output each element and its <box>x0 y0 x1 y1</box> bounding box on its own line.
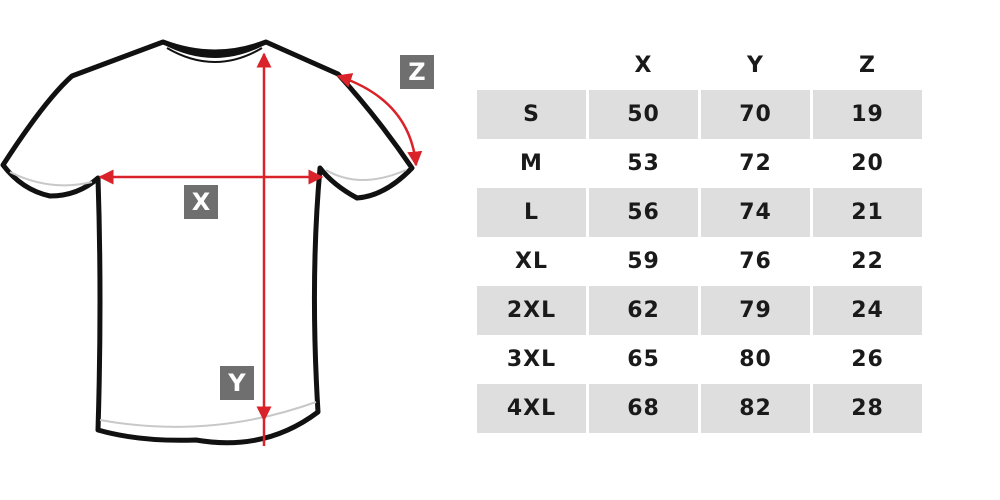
table-row: XL 59 76 22 <box>477 237 922 286</box>
x-value-cell: 59 <box>627 249 660 274</box>
bottom-hem <box>99 401 317 428</box>
size-cell: 2XL <box>477 286 586 335</box>
size-cell: XL <box>515 249 548 274</box>
left-sleeve-hem <box>9 171 93 187</box>
table-row: M 53 72 20 <box>477 139 922 188</box>
z-value-cell: 22 <box>851 249 884 274</box>
x-label-tag: X <box>184 185 218 219</box>
z-value-cell: 24 <box>813 286 922 335</box>
y-value-cell: 82 <box>701 384 810 433</box>
z-value-cell: 20 <box>851 151 884 176</box>
table-header-row: X Y Z <box>477 40 922 90</box>
x-value-cell: 62 <box>589 286 698 335</box>
header-size <box>477 40 586 90</box>
table-row: 2XL 62 79 24 <box>477 286 922 335</box>
x-value-cell: 68 <box>589 384 698 433</box>
x-value-cell: 56 <box>589 188 698 237</box>
size-cell: 3XL <box>506 347 557 372</box>
size-chart-table: X Y Z S 50 70 19 M 53 72 20 L 56 74 21 X… <box>474 40 925 433</box>
table-row: 3XL 65 80 26 <box>477 335 922 384</box>
table-row: S 50 70 19 <box>477 90 922 139</box>
z-value-cell: 28 <box>813 384 922 433</box>
y-value-cell: 74 <box>701 188 810 237</box>
tshirt-collar-inner <box>166 47 263 63</box>
size-cell: 4XL <box>477 384 586 433</box>
table-row: L 56 74 21 <box>477 188 922 237</box>
z-value-cell: 26 <box>851 347 884 372</box>
y-value-cell: 70 <box>701 90 810 139</box>
size-cell: M <box>520 151 543 176</box>
header-z: Z <box>859 52 876 78</box>
y-value-cell: 72 <box>739 151 772 176</box>
z-label-tag: Z <box>400 55 434 89</box>
z-value-cell: 19 <box>813 90 922 139</box>
x-value-cell: 65 <box>627 347 660 372</box>
header-y: Y <box>747 52 764 78</box>
y-label-tag: Y <box>220 366 254 400</box>
tshirt-illustration <box>0 39 423 446</box>
x-value-cell: 50 <box>589 90 698 139</box>
z-measure-arrow <box>336 73 423 167</box>
x-value-cell: 53 <box>627 151 660 176</box>
y-value-cell: 80 <box>739 347 772 372</box>
tshirt-collar <box>162 40 267 58</box>
right-sleeve-hem <box>325 169 407 181</box>
y-value-cell: 76 <box>739 249 772 274</box>
table-row: 4XL 68 82 28 <box>477 384 922 433</box>
size-cell: L <box>477 188 586 237</box>
size-cell: S <box>477 90 586 139</box>
z-value-cell: 21 <box>813 188 922 237</box>
tshirt-outline <box>0 39 415 446</box>
header-x: X <box>634 52 653 78</box>
y-value-cell: 79 <box>701 286 810 335</box>
